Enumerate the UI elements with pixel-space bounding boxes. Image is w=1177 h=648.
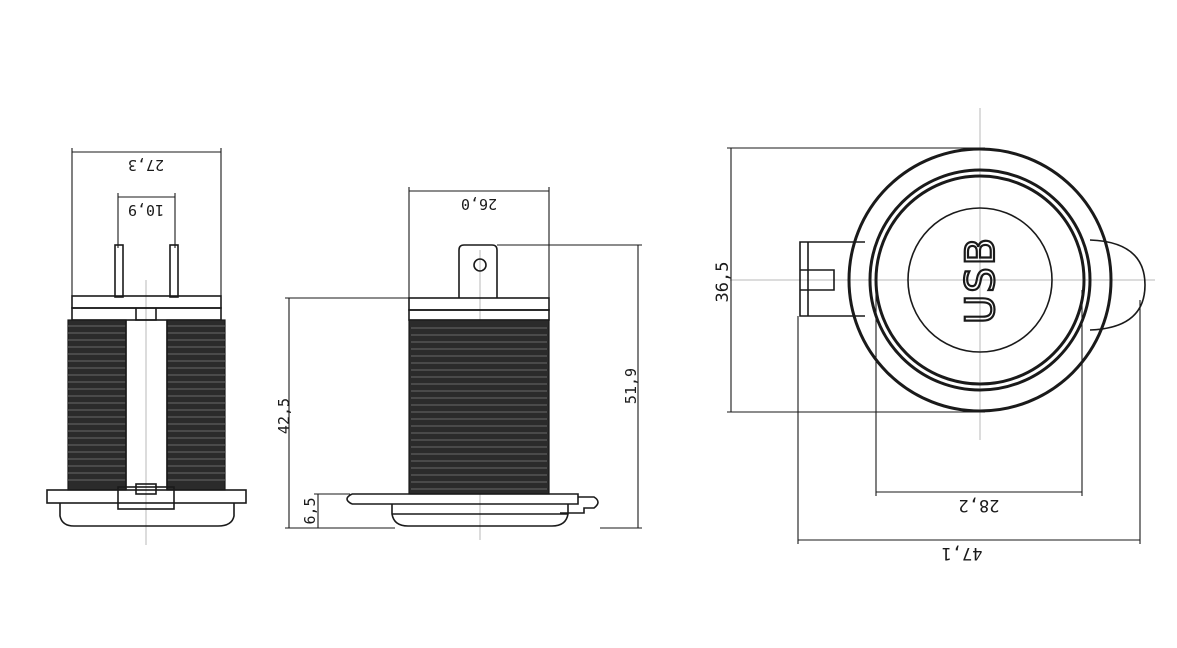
front-top-plate xyxy=(408,297,550,311)
side-pin-left xyxy=(114,244,124,298)
side-tab-top xyxy=(135,483,157,495)
top-usb-port-circle xyxy=(907,207,1053,353)
top-cap-ring xyxy=(868,168,1092,392)
side-flange xyxy=(46,489,247,504)
front-flange-right-clip xyxy=(560,496,599,514)
top-cap-outer xyxy=(847,147,1113,413)
dim-front-thread-width: 26,0 xyxy=(461,195,497,213)
dim-top-cap-height: 36,5 xyxy=(713,262,733,303)
dim-front-flange-height: 6,5 xyxy=(301,497,319,524)
front-flange-left-clip xyxy=(346,493,353,505)
top-latch-slot xyxy=(800,269,835,291)
front-top-plate-lower xyxy=(408,309,550,321)
side-tab xyxy=(117,486,175,510)
front-flange xyxy=(352,493,579,505)
front-view: 26,0 51,9 42,5 6,5 xyxy=(275,187,642,540)
front-thread-lines xyxy=(411,327,547,490)
dim-front-body-height: 42,5 xyxy=(275,398,293,434)
side-notch xyxy=(135,308,157,321)
dim-top-inner-diameter: 28,2 xyxy=(959,495,1000,515)
side-thread-left xyxy=(67,319,127,491)
front-terminal-hole xyxy=(473,258,487,272)
top-cap-ring-inner xyxy=(874,174,1086,386)
dim-front-total-height: 51,9 xyxy=(622,368,640,404)
top-hinge-knob xyxy=(1089,239,1146,331)
front-base xyxy=(391,504,569,527)
side-thread-lines xyxy=(68,325,225,481)
dim-top-outer-width: 47,1 xyxy=(942,543,983,563)
side-pin-right xyxy=(169,244,179,298)
front-terminal xyxy=(458,244,498,298)
top-view: USB 36,5 28,2 47,1 xyxy=(713,108,1155,563)
top-latch-tab xyxy=(799,241,865,317)
usb-label: USB xyxy=(958,236,1004,324)
side-thread-right xyxy=(166,319,226,491)
dim-side-total-width: 27,3 xyxy=(128,156,164,174)
dim-side-pin-spacing: 10,9 xyxy=(128,201,164,219)
side-base xyxy=(59,503,235,527)
side-view: 27,3 10,9 xyxy=(46,148,247,545)
